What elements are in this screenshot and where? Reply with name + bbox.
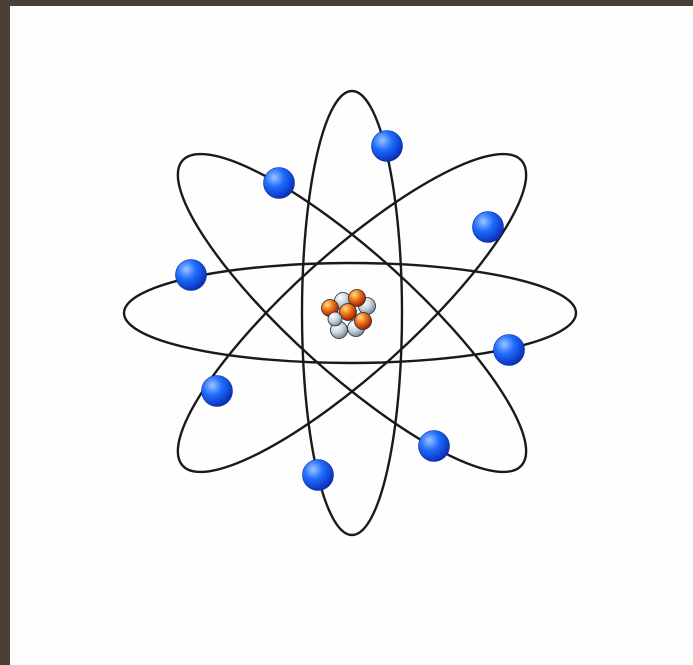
- electron: [202, 376, 233, 407]
- electron: [264, 168, 295, 199]
- proton: [355, 313, 372, 330]
- diagram-canvas: [10, 6, 693, 665]
- nucleus: [322, 290, 376, 339]
- electron: [419, 431, 450, 462]
- electron: [303, 460, 334, 491]
- electron: [176, 260, 207, 291]
- electron: [494, 335, 525, 366]
- atom-diagram: [10, 6, 693, 665]
- neutron: [328, 312, 342, 326]
- electron: [473, 212, 504, 243]
- electron: [372, 131, 403, 162]
